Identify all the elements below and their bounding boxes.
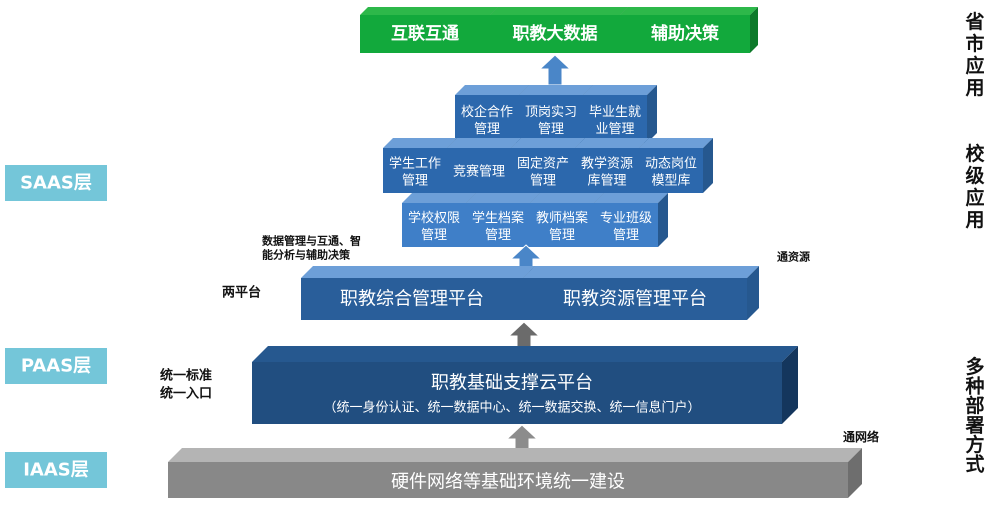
row3-cube-1-front [466,203,530,247]
row2-label-4: 动态岗位模型库 [645,157,697,189]
annotation-data-note-1: 数据管理与互通、智 [262,234,361,248]
row2-cube-2-top [511,138,585,148]
top-bar-cell-0-front [360,15,490,53]
top-bar-cell-2-side [750,7,758,53]
top-bar-cell-1 [490,7,628,53]
annotation-unify-1: 统一标准 [160,368,212,384]
row2-cube-3-top [575,138,649,148]
right-label-deployment-text: 多种部署方式 [964,355,984,476]
row3-cube-0-top [402,193,476,203]
row2-cube-0-top [383,138,457,148]
top-bar-cell-2-front [620,15,750,53]
platform-right-box-top [523,266,759,278]
top-bar-cell-2 [620,7,758,53]
row3-label-3: 专业班级管理 [600,211,652,243]
layer-paas-box [5,348,107,384]
row2-cube-1-top [447,138,521,148]
annotation-data-note-2: 能分析与辅助决策 [262,248,351,262]
infrastructure-box-top [168,448,862,462]
infrastructure-box-side [848,448,862,498]
cloud-platform-subtitle: （统一身份认证、统一数据中心、统一数据交换、统一信息门户） [323,400,700,416]
platform-right-label: 职教资源管理平台 [563,289,707,310]
top-bar-label-2: 辅助决策 [651,23,720,44]
row2-cube-2-front [511,148,575,193]
platform-left-label: 职教综合管理平台 [340,289,484,310]
infrastructure-box [168,448,862,498]
right-label-deployment: 多种部署方式 [964,355,984,476]
row3-label-1: 学生档案管理 [472,210,524,243]
layer-iaas-box [5,452,107,488]
annotation-unify-2: 统一入口 [160,386,212,402]
row1-cube-0-top [455,85,529,95]
right-label-school-text: 校级应用 [965,142,985,231]
top-bar-cell-2-top [620,7,758,15]
row1-cube-1-front [519,95,583,143]
cloud-platform-box-top [252,346,798,362]
row2-label-3: 教学资源库管理 [581,156,633,189]
row1-label-1: 顶岗实习管理 [525,105,577,137]
cloud-platform-title: 职教基础支撑云平台 [431,373,593,394]
row1-cube-1-top [519,85,593,95]
cloud-platform-box-side [782,346,798,424]
top-bar-cell-1-front [490,15,620,53]
cloud-platform-box [252,346,798,424]
row3-cube-3-side [658,193,668,247]
row2-cube-3-front [575,148,639,193]
top-bar-label-0: 互联互通 [391,24,459,44]
row2-cube-0-front [383,148,447,193]
row2-cube-4-side [703,138,713,193]
infrastructure-box-front [168,462,848,498]
row3-label-0: 学校权限管理 [408,210,460,243]
right-label-provincial-text: 省市应用 [964,11,984,99]
top-bar-cell-0-top [360,7,498,15]
row1-cube-2 [583,85,657,143]
platform-left-box-front [301,278,523,320]
row2-cube-2 [511,138,585,193]
row1-label-2: 毕业生就业管理 [589,105,641,137]
row1-cube-2-front [583,95,647,143]
row1-cube-0-front [455,95,519,143]
layer-saas-box [5,165,107,201]
top-bar-label-1: 职教大数据 [513,23,598,44]
layer-paas-label: PAAS层 [21,356,91,377]
annotation-two-platforms: 两平台 [222,285,261,301]
row2-cube-1-front [447,148,511,193]
row1-label-0: 校企合作管理 [461,104,513,137]
infrastructure-title: 硬件网络等基础环境统一建设 [391,472,625,493]
annotation-resource-note: 通资源 [777,250,810,264]
row2-label-1: 竞赛管理 [453,164,505,180]
right-label-school: 校级应用 [965,142,985,231]
row3-cube-3 [594,193,668,247]
right-label-provincial: 省市应用 [964,11,984,99]
row3-cube-2-top [530,193,604,203]
top-bar-cell-1-top [490,7,628,15]
row2-cube-4-top [639,138,713,148]
annotation-network-note: 通网络 [843,429,879,444]
platform-right-box-side [747,266,759,320]
platform-left-box [301,266,535,320]
platform-right-box-front [523,278,747,320]
row1-cube-2-side [647,85,657,143]
row3-cube-2-front [530,203,594,247]
row3-cube-3-front [594,203,658,247]
platform-right-box [523,266,759,320]
row1-cube-2-top [583,85,657,95]
platform-left-box-top [301,266,535,278]
cloud-platform-box-front [252,362,782,424]
row2-cube-4-front [639,148,703,193]
layer-saas-label: SAAS层 [20,173,92,194]
layer-iaas-label: IAAS层 [23,460,89,481]
row3-label-2: 教师档案管理 [536,210,588,243]
row3-cube-0-front [402,203,466,247]
row3-cube-1-top [466,193,540,203]
row2-label-2: 固定资产管理 [517,157,569,189]
arrow-modules-to-apps [538,54,572,86]
row2-cube-4 [639,138,713,193]
row2-label-0: 学生工作管理 [389,156,441,189]
top-bar-cell-0 [360,7,498,53]
row3-cube-3-top [594,193,668,203]
